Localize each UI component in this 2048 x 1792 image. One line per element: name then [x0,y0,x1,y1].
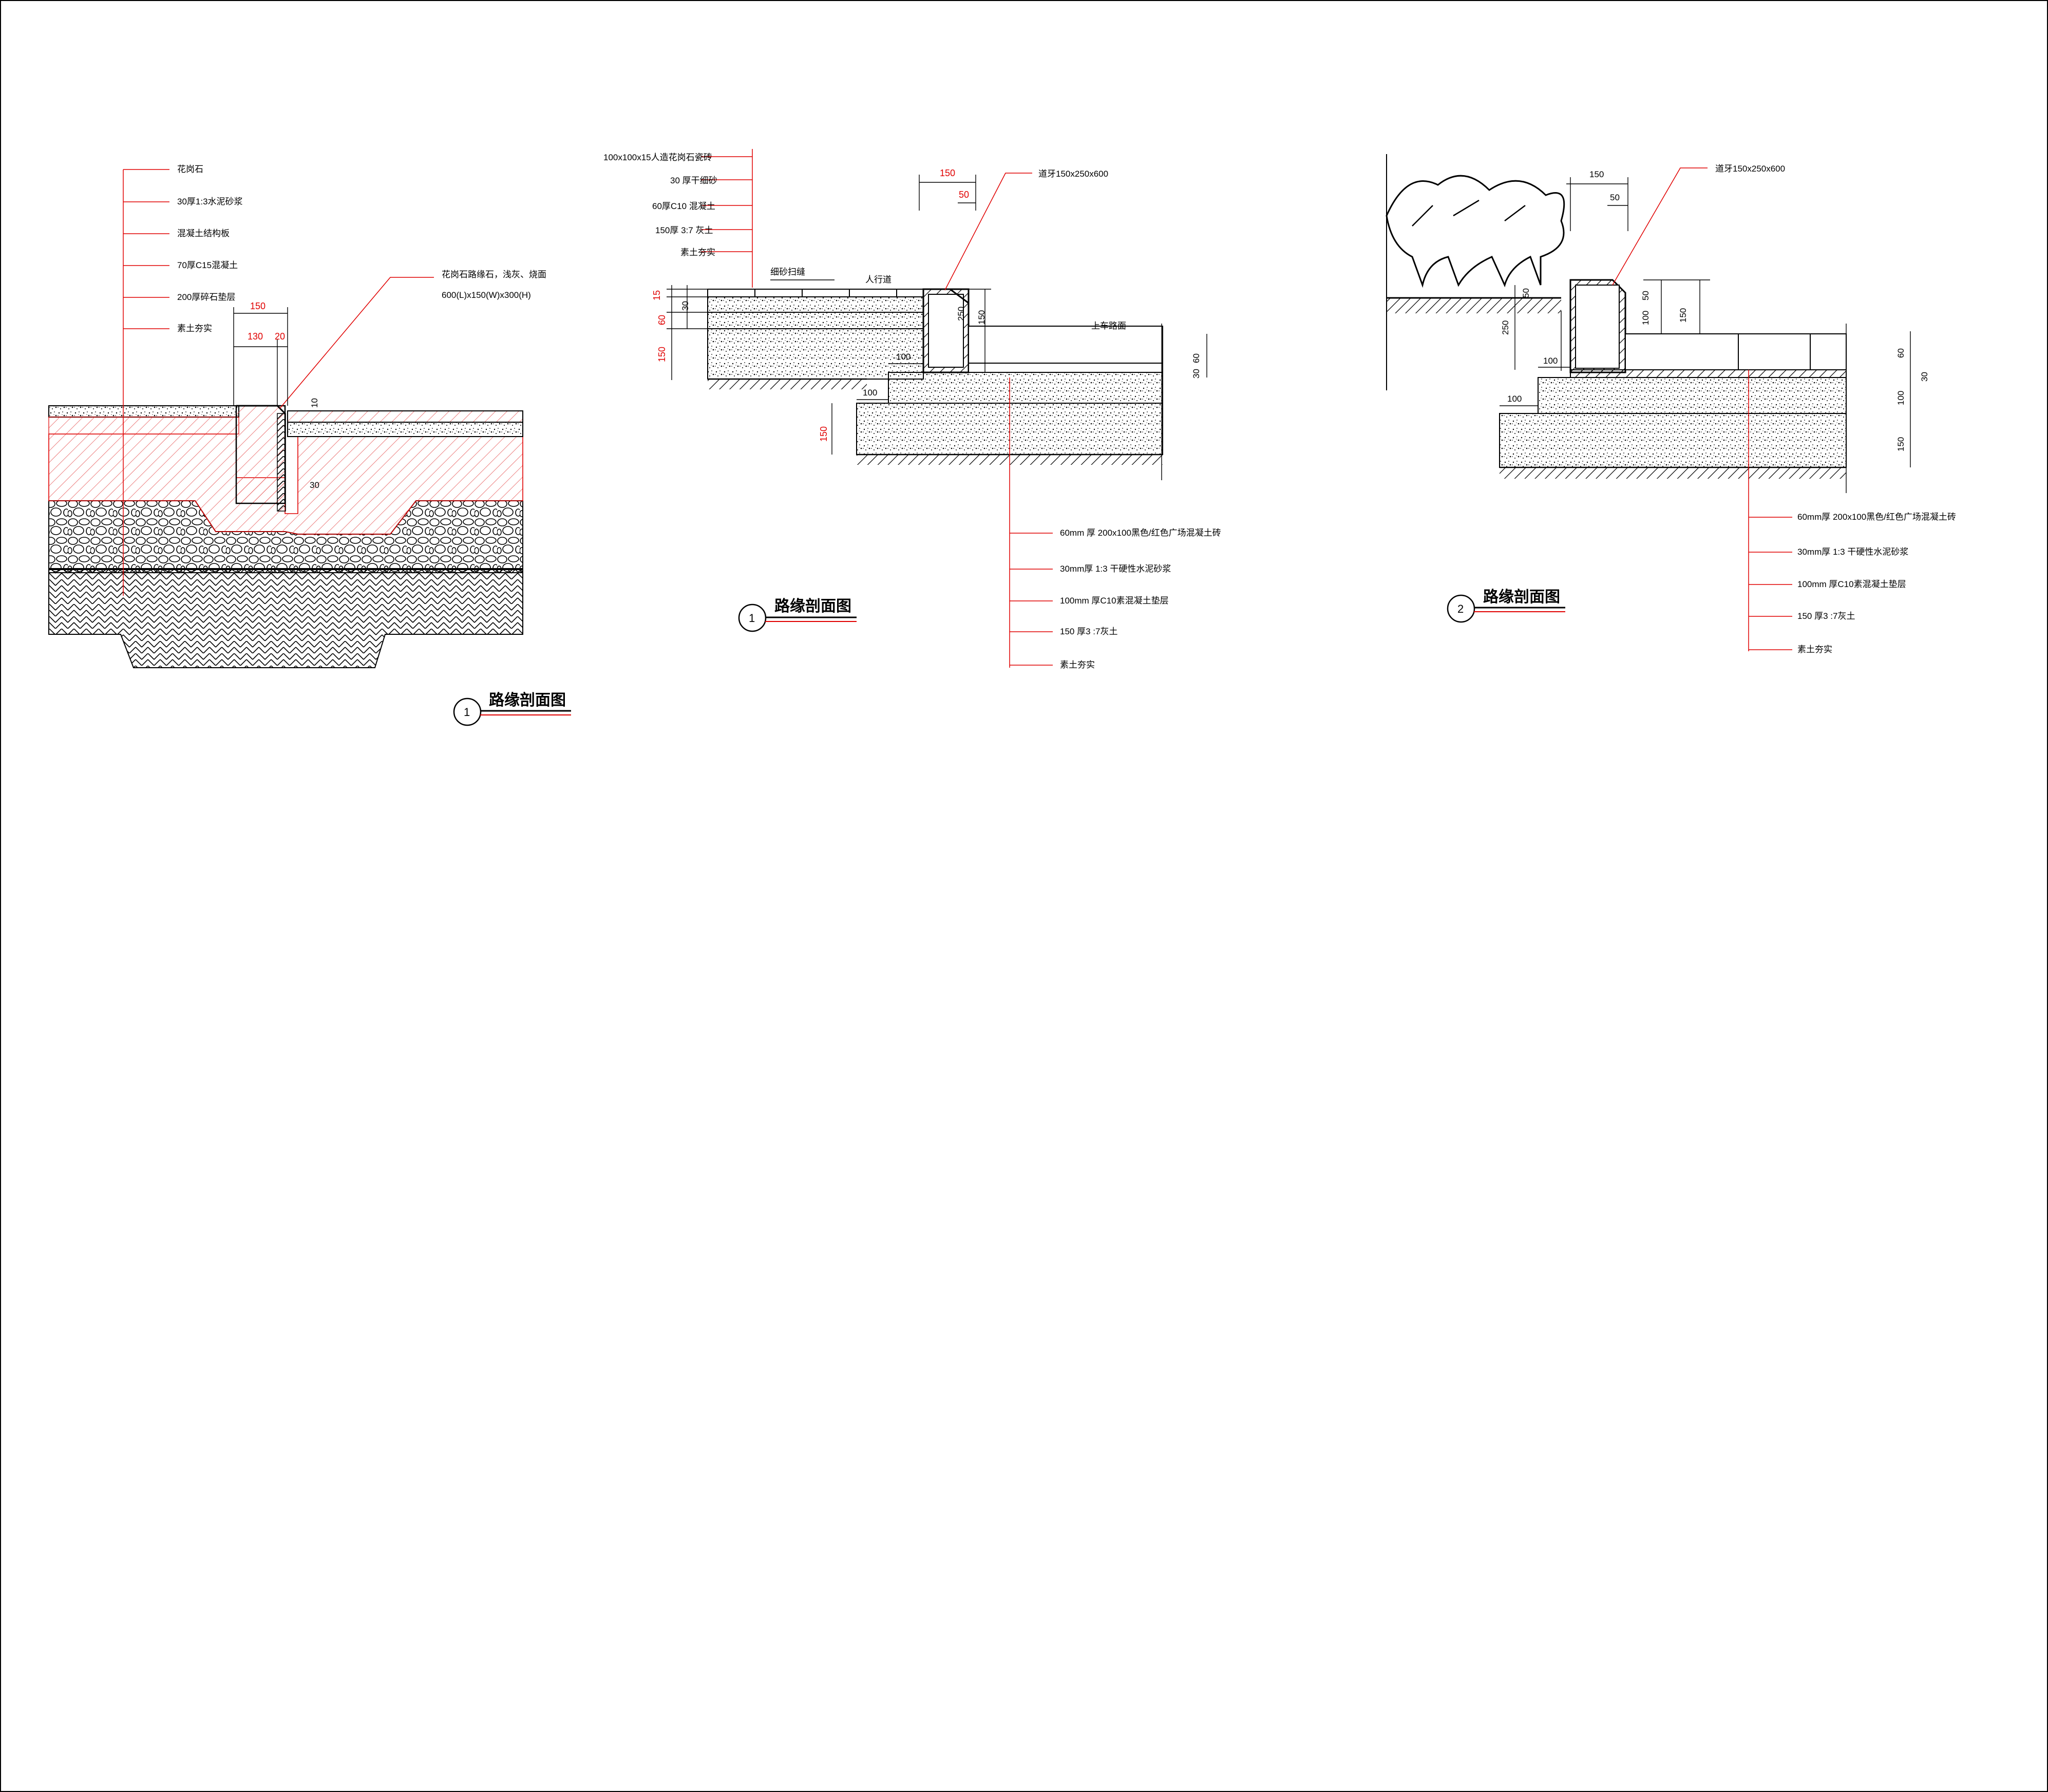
drawing-number-bubble [453,697,482,726]
bottom-layer-label: 30mm厚 1:3 干硬性水泥砂浆 [1060,564,1171,574]
granite-paving-left [48,405,239,418]
drawing-number: 2 [1457,602,1464,615]
top-layer-label: 150厚 3:7 灰土 [655,225,713,235]
drawing-title: 路缘剖面图 [489,692,566,709]
compacted-soil [48,569,523,668]
dim-100-c: 100 [1543,356,1558,366]
bottom-layer-label: 100mm 厚C10素混凝土垫层 [1797,579,1906,589]
dim-50-b: 50 [1521,288,1531,298]
top-layer-label: 100x100x15人造花岗石瓷砖 [603,153,712,162]
bottom-layer-label: 100mm 厚C10素混凝土垫层 [1060,596,1169,606]
dim-150: 150 [250,301,266,311]
dry-sand-layer [707,296,924,313]
bottom-layer-label: 素土夯实 [1797,645,1832,654]
shrub-planting [1386,175,1565,288]
lime-soil-layer [1499,413,1847,468]
bottom-layer-label: 60mm厚 200x100黑色/红色广场混凝土砖 [1797,512,1956,522]
c10-concrete-layer [707,312,924,329]
dim-150-b: 150 [1678,308,1688,323]
dim-150-curb: 150 [977,310,987,325]
dim-150-base: 150 [819,426,829,442]
dim-red-150: 150 [940,168,955,178]
curb-callout: 道牙150x250x600 [1038,169,1108,179]
curb-callout: 道牙150x250x600 [1715,164,1785,174]
top-layer-label: 素土夯实 [680,248,715,257]
road-mortar-layer [888,372,1163,404]
drawing-number: 1 [749,612,755,625]
dim-100: 100 [1641,311,1651,325]
dim-60: 60 [657,315,667,325]
gravel-bed [48,500,523,573]
dim-130: 130 [248,331,263,342]
dim-50-c: 50 [1641,291,1651,300]
drawing-title: 路缘剖面图 [1483,589,1560,606]
tile-layer [707,289,924,297]
bottom-layer-label: 素土夯实 [1060,660,1095,670]
drawing-number-bubble [1447,594,1475,623]
joint-label: 细砂扫缝 [770,267,805,277]
granite-paving-right [287,410,523,423]
dim-250: 250 [1501,320,1510,335]
dim-100-a: 100 [896,352,911,362]
dim-60: 60 [1896,348,1906,358]
lime-soil-layer [707,328,924,380]
road-label: 上车路面 [1091,321,1126,331]
bottom-layer-label: 150 厚3 :7灰土 [1060,627,1117,636]
road-brick-layer [1625,333,1847,370]
top-layer-label: 30 厚干细砂 [670,176,717,185]
top-layer-label: 60厚C10 混凝土 [652,201,715,211]
dim-250: 250 [956,307,966,321]
drawing-3: 道牙150x250x600 150 50 50 50 250 100 150 1… [1386,154,1956,654]
layer-label: 30厚1:3水泥砂浆 [177,197,243,206]
road-brick-layer [968,363,1163,373]
dim-100-d: 100 [1507,394,1522,404]
layer-label: 花岗石 [177,164,203,174]
dim-100-e: 100 [1896,391,1906,405]
curb-callout-leader [944,173,1032,291]
dim-60-right: 60 [1191,353,1201,363]
dim-150-e: 150 [1896,437,1906,451]
dim-30-right: 30 [1191,369,1201,379]
drawing-2: 100x100x15人造花岗石瓷砖 30 厚干细砂 60厚C10 混凝土 150… [603,149,1221,670]
curb-callout-line2: 600(L)x150(W)x300(H) [442,290,531,300]
dim-20: 20 [275,331,285,342]
curb-callout-leader [279,277,434,409]
dim-10: 10 [310,398,319,408]
concrete-base [1538,377,1847,414]
dim-15: 15 [652,290,662,300]
mortar-layer [1570,369,1847,378]
dim-30: 30 [1920,372,1929,382]
curb-callout-line1: 花岗石路缘石，浅灰、烧面 [442,270,546,279]
bottom-layer-label: 150 厚3 :7灰土 [1797,611,1855,621]
bottom-layer-label: 60mm 厚 200x100黑色/红色广场混凝土砖 [1060,528,1221,538]
layer-label: 70厚C15混凝土 [177,260,238,270]
layer-label: 混凝土结构板 [177,229,230,238]
drawing-number: 1 [464,706,470,719]
drawing-1: 花岗石 30厚1:3水泥砂浆 混凝土结构板 70厚C15混凝土 200厚碎石垫层… [48,164,571,726]
bottom-layer-label: 30mm厚 1:3 干硬性水泥砂浆 [1797,547,1908,557]
granite-curb-stone [235,405,286,504]
dim-50: 50 [1610,193,1620,202]
dim-30: 30 [680,301,690,311]
layer-label: 素土夯实 [177,324,212,333]
dim-100-b: 100 [863,388,877,398]
curb-callout-leader [1612,167,1708,286]
sidewalk-label: 人行道 [865,275,892,285]
layer-label: 200厚碎石垫层 [177,292,235,302]
dim-red-50: 50 [959,190,969,200]
dim-150: 150 [657,347,667,362]
dim-150: 150 [1589,169,1604,179]
dim-30: 30 [310,480,319,490]
drawing-title: 路缘剖面图 [774,598,851,615]
